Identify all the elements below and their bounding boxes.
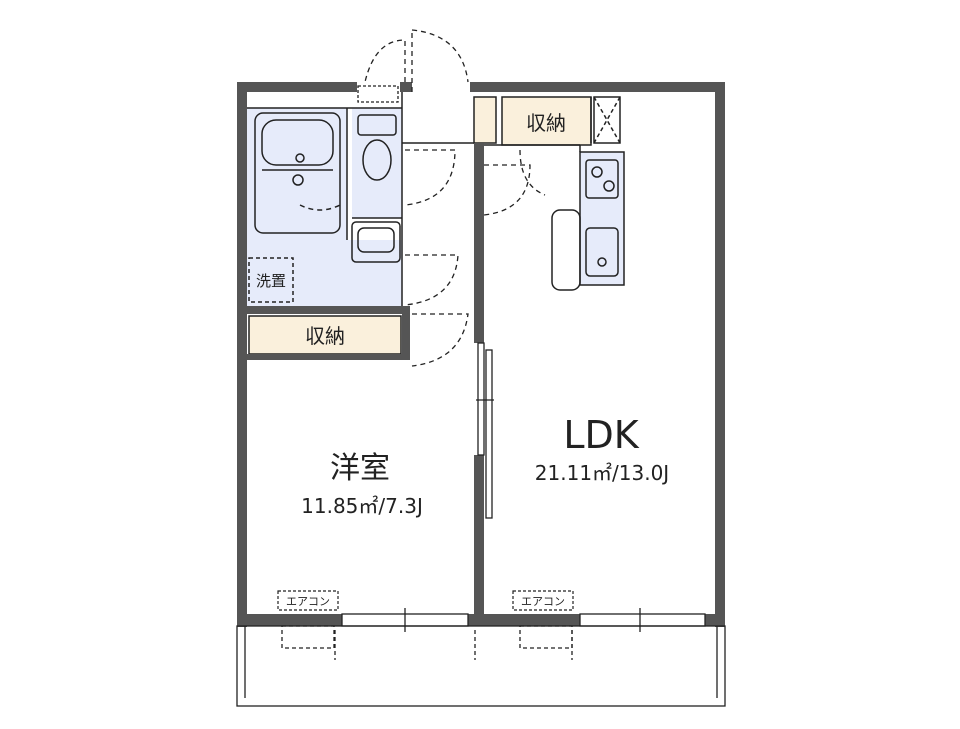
wall-partition-vertical — [474, 143, 484, 343]
wall-top-right — [470, 82, 725, 92]
room-name-western: 洋室 — [330, 451, 390, 486]
balcony — [236, 625, 726, 707]
storage-door — [411, 313, 469, 367]
washroom-area — [247, 240, 402, 306]
wall-corridor-left — [402, 306, 410, 360]
wall-bottom-right — [705, 614, 725, 626]
storage-entrance-label: 収納 — [526, 111, 566, 135]
storage-corridor-box — [248, 315, 402, 355]
ac-ldk-label: エアコン — [521, 595, 565, 608]
washroom-door — [404, 254, 459, 306]
doors — [357, 29, 546, 367]
ac-western-label: エアコン — [286, 595, 330, 608]
entrance-shoebox — [473, 96, 497, 144]
wall-bottom-mid — [468, 614, 580, 626]
ac-ldk-box — [512, 590, 574, 611]
toilet — [357, 114, 397, 181]
wall-left — [237, 82, 247, 627]
room-area-western: 11.85㎡/7.3J — [301, 494, 423, 518]
interior-lines — [247, 92, 592, 306]
bathroom-area — [247, 108, 347, 240]
wall-top-mid — [400, 82, 412, 92]
bathtub — [254, 112, 341, 234]
room-name-ldk: LDK — [563, 413, 639, 457]
ldk-door — [483, 164, 531, 216]
ac-western-box — [277, 590, 339, 611]
toilet-area — [352, 108, 402, 218]
kitchen — [551, 151, 625, 291]
storage-corridor-label: 収納 — [305, 324, 345, 348]
walls — [237, 82, 725, 627]
washer-space-box — [248, 257, 294, 303]
wall-storage-divider — [247, 306, 402, 314]
entrance-door — [411, 29, 469, 92]
kitchen-door — [519, 149, 546, 196]
wall-storage-bottom — [247, 354, 402, 360]
wall-bottom-left — [237, 614, 342, 626]
toilet-door — [404, 149, 456, 206]
washer-space-label: 洗置 — [256, 272, 286, 290]
room-area-ldk: 21.11㎡/13.0J — [535, 461, 669, 485]
storage-entrance-box — [501, 96, 592, 146]
wall-partition-lower — [474, 455, 484, 615]
refrigerator-space — [593, 96, 621, 144]
sliding-door — [476, 342, 494, 519]
wall-right — [715, 82, 725, 627]
storage-fill — [248, 96, 592, 355]
wall-top-left — [237, 82, 357, 92]
